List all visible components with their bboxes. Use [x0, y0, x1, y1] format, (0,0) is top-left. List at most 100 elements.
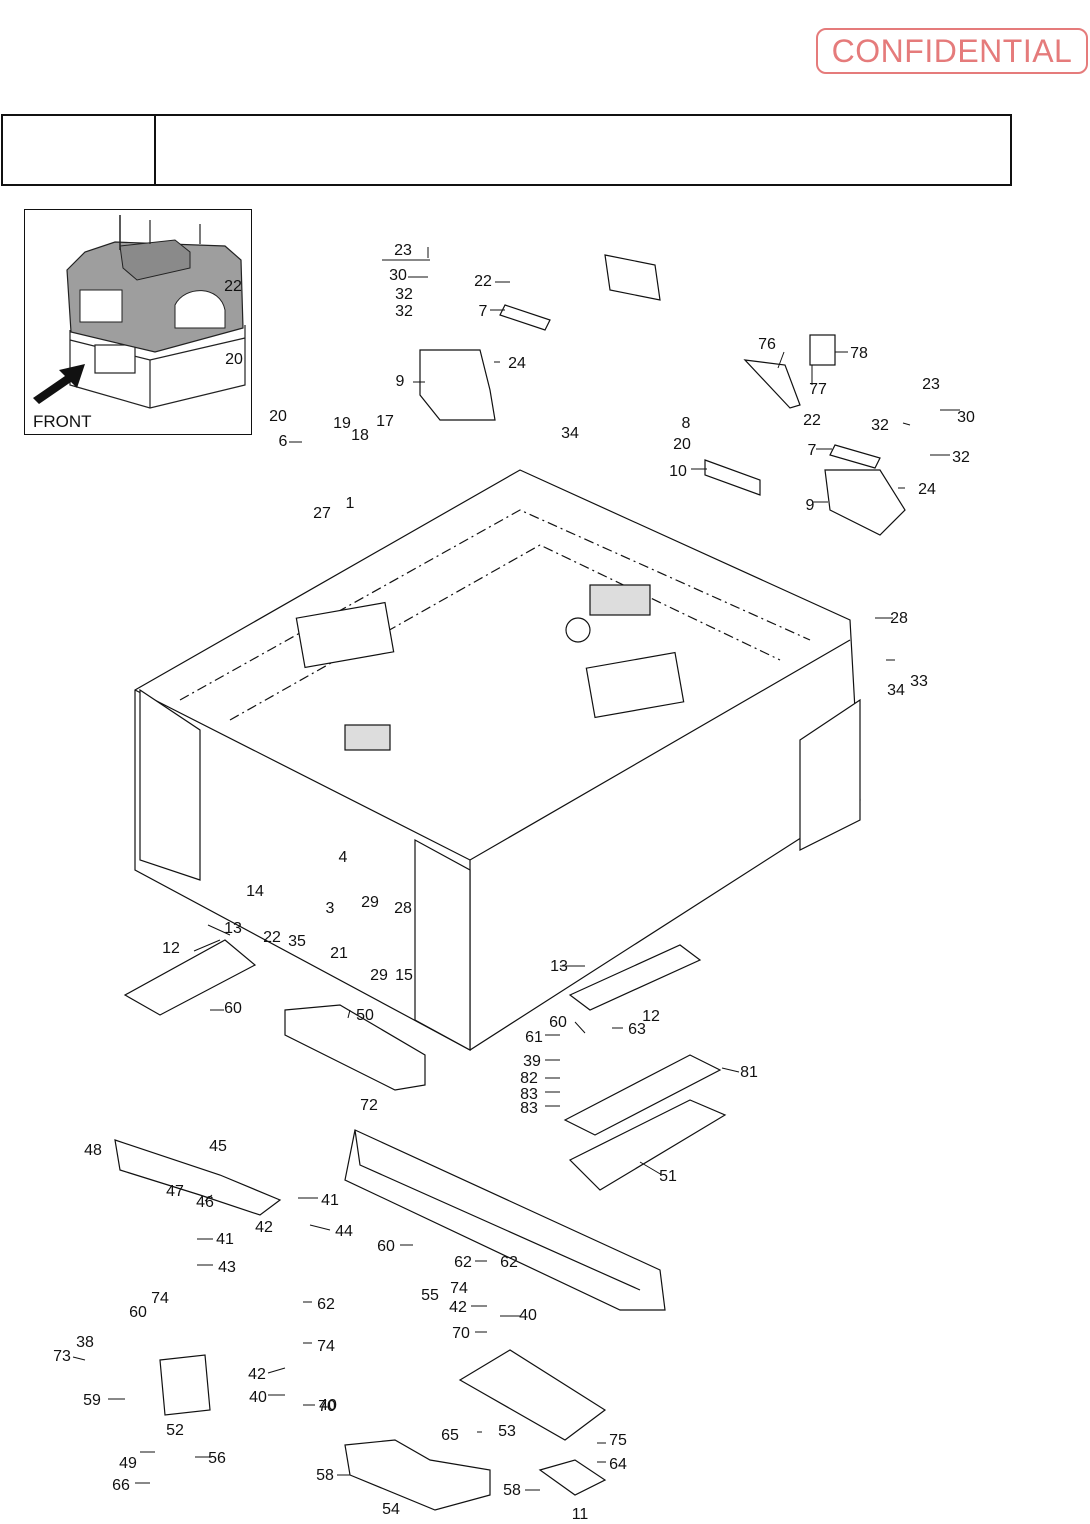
- part-callout-label: 44: [335, 1223, 353, 1240]
- header-divider: [154, 116, 156, 184]
- part-callout-label: 3: [326, 900, 335, 917]
- bracket-top: [604, 254, 661, 301]
- part-callout-label: 56: [208, 1450, 226, 1467]
- front-label: FRONT: [33, 412, 92, 431]
- part-callout-label: 75: [609, 1432, 627, 1449]
- part-callout-label: 1: [346, 495, 355, 512]
- bracket-9-left: [419, 349, 496, 421]
- plate-7-left: [499, 304, 551, 331]
- part-callout-label: 41: [321, 1192, 339, 1209]
- part-78: [809, 334, 836, 366]
- part-callout-label: 52: [166, 1422, 184, 1439]
- leader-line: [267, 1367, 286, 1374]
- part-callout-label: 38: [76, 1334, 94, 1351]
- part-callout-label: 29: [370, 967, 388, 984]
- part-callout-label: 40: [319, 1397, 337, 1414]
- part-callout-label: 43: [218, 1259, 236, 1276]
- part-callout-label: 8: [682, 415, 691, 432]
- leader-line: [207, 924, 231, 936]
- part-callout-label: 83: [520, 1100, 538, 1117]
- part-callout-label: 62: [454, 1254, 472, 1271]
- part-callout-label: 24: [918, 481, 936, 498]
- bracket-52: [159, 1354, 211, 1416]
- part-callout-label: 28: [394, 900, 412, 917]
- part-callout-label: 74: [151, 1290, 169, 1307]
- part-callout-label: 83: [520, 1086, 538, 1103]
- leader-line: [721, 1067, 740, 1073]
- part-callout-label: 20: [269, 408, 287, 425]
- parts-artwork: [114, 254, 906, 1511]
- part-callout-label: 60: [224, 1000, 242, 1017]
- cover-81: [563, 1054, 722, 1136]
- part-callout-label: 59: [83, 1392, 101, 1409]
- part-callout-label: 15: [395, 967, 413, 984]
- part-callout-label: 32: [395, 286, 413, 303]
- part-callout-label: 48: [84, 1142, 102, 1159]
- part-callout-label: 60: [549, 1014, 567, 1031]
- part-callout-label: 40: [249, 1389, 267, 1406]
- part-callout-label: 74: [317, 1338, 335, 1355]
- part-callout-label: 40: [519, 1307, 537, 1324]
- part-callout-label: 12: [642, 1008, 660, 1025]
- part-callout-label: 22: [224, 278, 242, 295]
- part-callout-label: 20: [225, 351, 243, 368]
- part-callout-label: 64: [609, 1456, 627, 1473]
- part-callout-label: 13: [224, 920, 242, 937]
- bracket-53: [458, 1349, 607, 1441]
- part-callout-label: 4: [339, 849, 348, 866]
- part-callout-label: 19: [333, 415, 351, 432]
- part-callout-label: 72: [360, 1097, 378, 1114]
- part-callout-label: 11: [572, 1506, 589, 1523]
- plate-7-right: [829, 444, 881, 469]
- part-callout-label: 42: [248, 1366, 266, 1383]
- part-callout-label: 23: [394, 242, 412, 259]
- part-callout-label: 53: [498, 1423, 516, 1440]
- part-callout-label: 42: [449, 1299, 467, 1316]
- part-callout-label: 13: [550, 958, 568, 975]
- leader-line: [777, 351, 785, 369]
- part-callout-label: 66: [112, 1477, 130, 1494]
- part-callout-label: 22: [474, 273, 492, 290]
- part-callout-label: 65: [441, 1427, 459, 1444]
- part-callout-label: 81: [740, 1064, 758, 1081]
- part-callout-label: 12: [162, 940, 180, 957]
- part-callout-label: 7: [479, 303, 488, 320]
- part-callout-label: 41: [216, 1231, 234, 1248]
- cover-12-right: [568, 944, 702, 1011]
- part-callout-label: 32: [395, 303, 413, 320]
- plate-11: [538, 1459, 607, 1496]
- leader-line: [902, 422, 911, 426]
- part-callout-label: 9: [396, 373, 405, 390]
- leader-line: [72, 1356, 86, 1361]
- part-callout-label: 73: [53, 1348, 71, 1365]
- part-callout-label: 6: [279, 433, 288, 450]
- part-callout-label: 49: [119, 1455, 137, 1472]
- part-callout-label: 35: [288, 933, 306, 950]
- part-callout-label: 22: [803, 412, 821, 429]
- cable-chain: [114, 1139, 282, 1216]
- part-callout-label: 10: [669, 463, 687, 480]
- bracket-50: [284, 1004, 426, 1091]
- cover-51: [568, 1099, 727, 1191]
- part-callout-label: 54: [382, 1501, 400, 1518]
- leader-line: [193, 939, 221, 952]
- part-callout-label: 24: [508, 355, 526, 372]
- part-callout-label: 62: [317, 1296, 335, 1313]
- bracket-9-right: [824, 469, 906, 536]
- part-callout-label: 32: [952, 449, 970, 466]
- part-callout-label: 58: [316, 1467, 334, 1484]
- part-callout-label: 39: [523, 1053, 541, 1070]
- header-table: [1, 114, 1012, 186]
- part-callout-label: 63: [628, 1021, 646, 1038]
- part-callout-label: 27: [313, 505, 331, 522]
- leader-line: [204, 1194, 213, 1202]
- part-callout-label: 32: [871, 417, 889, 434]
- part-callout-label: 76: [758, 336, 776, 353]
- orientation-inset: FRONT: [24, 209, 252, 435]
- leader-line: [309, 1224, 331, 1231]
- part-callout-label: 61: [525, 1029, 543, 1046]
- confidential-stamp: CONFIDENTIAL: [816, 28, 1088, 74]
- part-callout-label: 29: [361, 894, 379, 911]
- part-callout-label: 20: [673, 436, 691, 453]
